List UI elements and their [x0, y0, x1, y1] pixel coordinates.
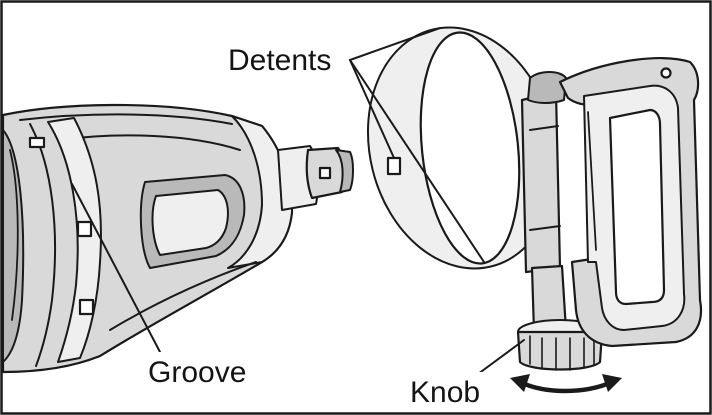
anvil-square — [335, 149, 354, 193]
knob-leader — [477, 339, 525, 375]
rotation-arrow-icon — [510, 374, 622, 394]
side-handle — [366, 26, 703, 394]
groove-marker-mid — [76, 220, 93, 238]
clamp-tube — [520, 90, 562, 274]
detents-leader-3 — [349, 27, 441, 61]
detents-label-bg — [224, 40, 340, 74]
groove-marker-top — [28, 136, 46, 149]
clamp-top-thread — [527, 71, 567, 104]
groove-marker-low — [78, 298, 95, 316]
detents-leader-1 — [349, 59, 395, 159]
groove-label: Groove — [148, 356, 246, 389]
impact-wrench — [1, 103, 294, 374]
wrench-side-panel — [151, 189, 229, 256]
knob-label: Knob — [410, 376, 480, 409]
detents-leader-2 — [349, 59, 485, 263]
ring-detent-tab — [386, 156, 402, 176]
wrench-rear-ring — [2, 129, 25, 363]
knob-body — [516, 330, 604, 371]
callout-lines — [71, 27, 525, 375]
knob-label-bg — [406, 372, 490, 406]
grip-end-dot — [660, 67, 672, 79]
groove-label-bg — [144, 352, 256, 386]
clamp-ring-opening — [419, 31, 521, 265]
grip-opening — [608, 108, 666, 306]
anvil-detent-pin — [318, 166, 332, 180]
square-drive-anvil — [277, 145, 354, 211]
groove-leader — [71, 183, 161, 353]
detents-label: Detents — [228, 44, 331, 77]
